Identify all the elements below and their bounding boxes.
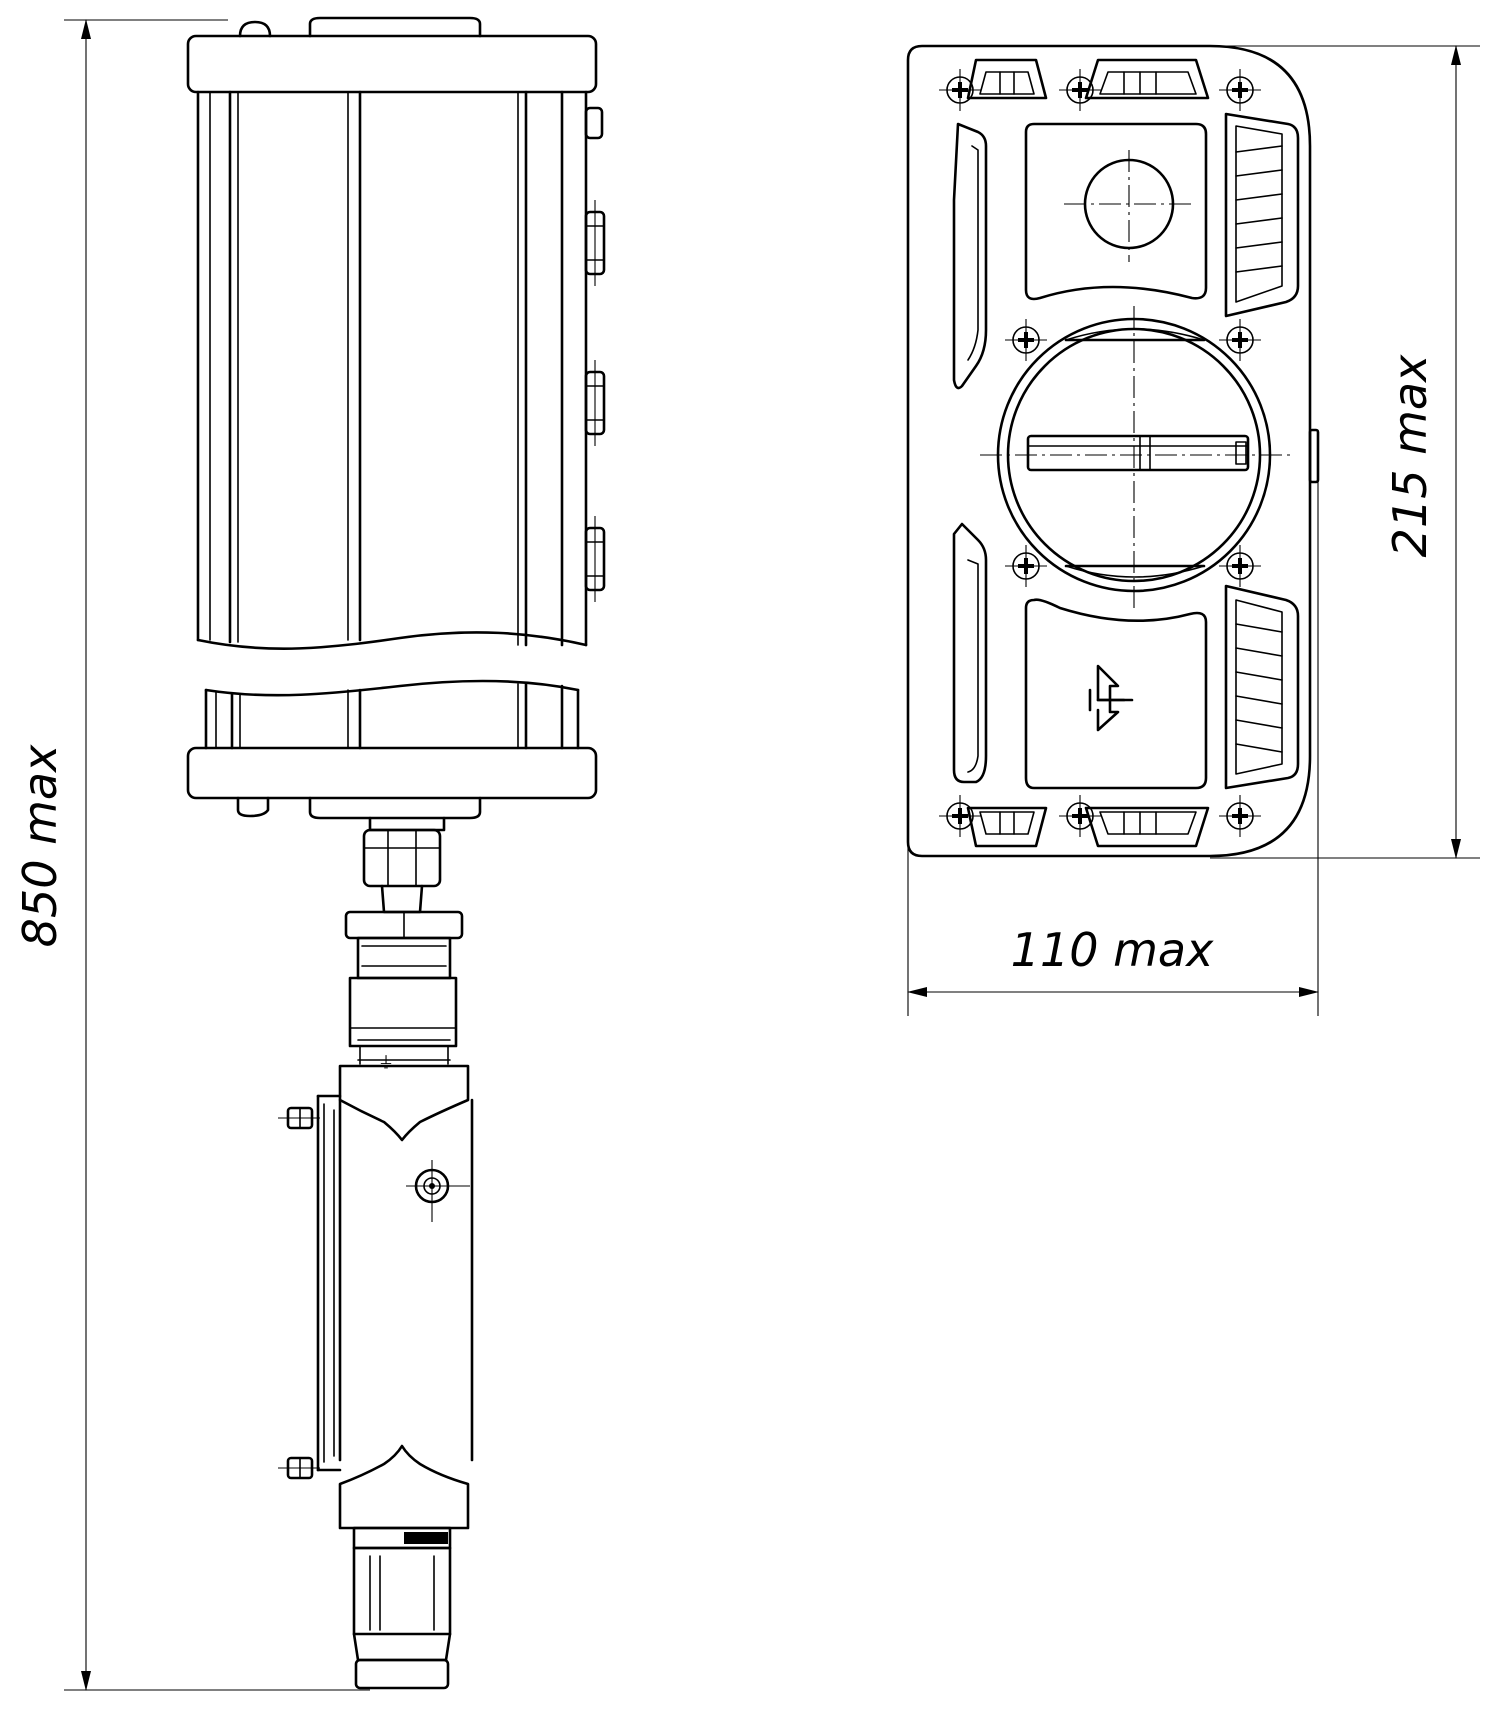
end-view xyxy=(906,44,1480,1016)
end-view-outline xyxy=(906,44,1312,858)
dimension-label-height-end-view: 215 max xyxy=(1383,354,1437,557)
side-lugs xyxy=(584,106,606,602)
heatsink-top xyxy=(1224,112,1300,318)
upper-housing xyxy=(196,90,588,650)
key-symbol-icon xyxy=(1088,664,1134,732)
bottom-connector xyxy=(352,1526,452,1690)
bottom-end-cap xyxy=(186,746,598,800)
top-window xyxy=(1024,122,1208,301)
dimension-label-height-overall: 850 max xyxy=(13,744,67,947)
top-end-cap xyxy=(186,34,598,94)
bottom-window xyxy=(1024,598,1208,790)
coupling xyxy=(348,976,458,1048)
heatsink-bottom xyxy=(1224,584,1300,790)
dimension-width-end-view xyxy=(907,430,1319,1016)
rotary-selector xyxy=(980,306,1290,610)
dimension-height-end-view xyxy=(1210,45,1480,859)
dimension-label-width-end-view: 110 max xyxy=(1011,923,1214,977)
junction-box xyxy=(278,1064,474,1530)
cable-gland xyxy=(362,816,446,914)
ground-symbol-icon: ⏚ xyxy=(378,1053,394,1072)
dimension-height-overall xyxy=(64,19,370,1691)
side-view: ⏚ xyxy=(64,16,606,1691)
lower-housing xyxy=(204,679,580,750)
cable-sleeve xyxy=(356,936,452,980)
